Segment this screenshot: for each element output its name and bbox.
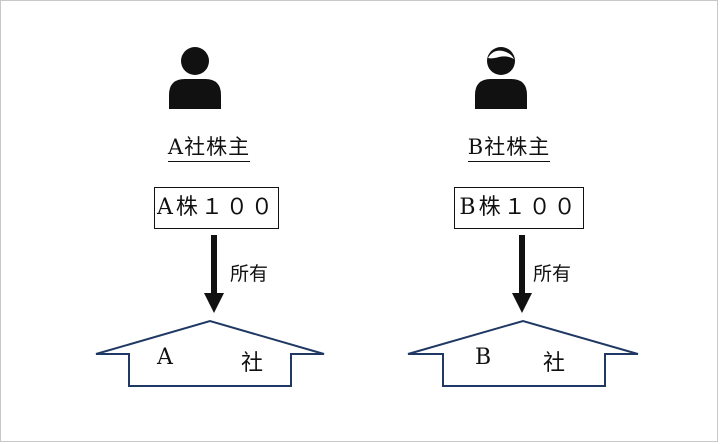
company-b-house — [407, 319, 639, 387]
ownership-label-b: 所有 — [533, 263, 572, 285]
ownership-arrow-b — [512, 235, 532, 313]
ownership-label-a: 所有 — [230, 263, 269, 285]
shareholder-a-person-icon — [169, 47, 221, 109]
share-b-box: B株１００ — [454, 187, 584, 229]
company-b-suffix: 社 — [543, 351, 566, 376]
company-a-letter: A — [157, 345, 173, 370]
company-a-suffix: 社 — [241, 351, 264, 376]
ownership-arrow-a — [204, 235, 224, 313]
shareholder-b-person-icon — [475, 47, 527, 109]
shareholder-b-label: B社株主 — [449, 131, 569, 162]
share-a-box: A株１００ — [154, 187, 279, 229]
shareholder-a-label: A社株主 — [149, 131, 269, 162]
company-a-house — [95, 319, 325, 387]
company-b-letter: B — [475, 345, 492, 370]
